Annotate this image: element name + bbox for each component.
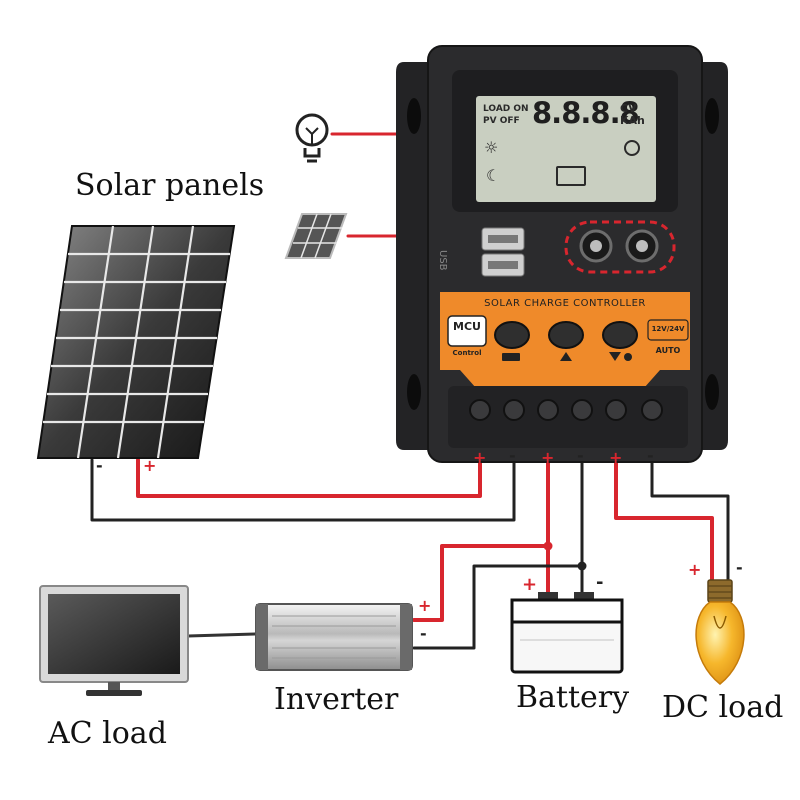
lcd-moon-icon: ☾ [486,166,501,185]
mcu-sub-label: Control [452,349,482,357]
lcd-battery-icon [556,166,586,186]
lcd-load-on: LOAD ON [483,104,529,114]
polarity-battery-minus: - [596,572,604,593]
lightbulb-icon [295,113,329,163]
inverter [255,603,413,671]
solar-panel-icon [284,213,348,259]
label-inverter: Inverter [274,682,399,717]
polarity-ctrl-plus-1: + [473,448,487,467]
usb-label: USB [437,250,448,271]
polarity-dcload-minus: - [736,558,743,577]
polarity-ctrl-plus-3: + [609,448,623,467]
wire-inverter-positive [412,544,550,622]
wire-solar-positive [136,458,482,498]
battery [510,592,624,674]
ac-load-monitor [39,585,189,696]
up-arrow-icon [560,352,572,361]
lcd-unit-v: CV [620,102,637,115]
mcu-label: MCU [453,320,481,333]
polarity-ctrl-minus-1: - [509,446,516,465]
battery-button-icon [502,353,520,361]
lcd-unit-kah: KAh [620,114,645,127]
junction-positive [543,541,553,551]
dc-load-bulb [695,579,745,685]
label-battery: Battery [516,680,630,715]
lcd-digits: 8.8.8.8 [532,96,640,130]
auto-label: AUTO [655,346,681,355]
terminal-screws [469,399,663,421]
polarity-ctrl-plus-2: + [541,448,555,467]
label-ac-load: AC load [48,716,167,751]
down-arrow-icon [609,352,621,361]
mode-button[interactable] [494,321,530,349]
lcd-bulb-icon [624,140,640,156]
polarity-inverter-plus: + [418,596,432,615]
polarity-inverter-minus: - [420,624,427,643]
label-dc-load: DC load [662,690,784,725]
up-button[interactable] [548,321,584,349]
polarity-ctrl-minus-3: - [647,446,654,465]
wire-dcload-positive [614,460,714,582]
polarity-dcload-plus: + [688,560,702,579]
down-button[interactable] [602,321,638,349]
polarity-battery-plus: + [522,574,538,595]
polarity-solar-minus: - [96,456,103,475]
solar-panel [36,225,236,459]
polarity-solar-plus: + [143,456,157,475]
controller-title: SOLAR CHARGE CONTROLLER [484,298,646,309]
lcd-pv-off: PV OFF [483,116,520,126]
voltage-badge: 12V/24V [651,325,685,333]
lcd-screen [476,96,656,202]
wire-inverter-negative [412,564,584,650]
wire-solar-negative [90,458,516,522]
label-solar-panels: Solar panels [75,168,265,203]
wire-dcload-negative [650,460,730,582]
junction-negative [577,561,587,571]
wire-ac-load [186,632,258,638]
lcd-sun-icon: ☼ [484,138,499,157]
polarity-ctrl-minus-2: - [577,446,584,465]
